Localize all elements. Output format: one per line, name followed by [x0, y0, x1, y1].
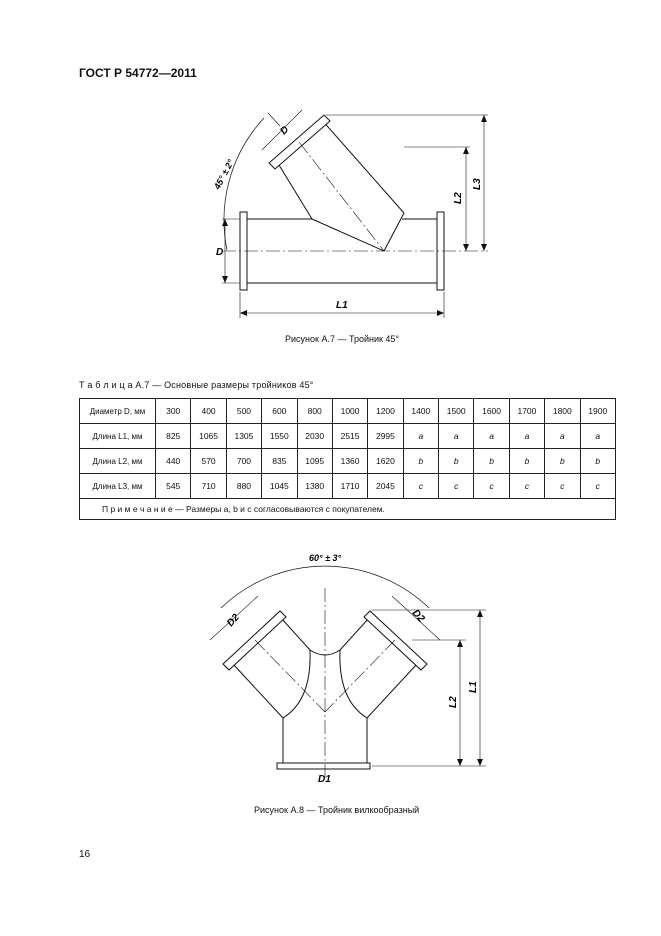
a8-d1-label: D1: [318, 774, 331, 785]
a7-l2-label: L2: [453, 192, 464, 204]
table-cell: 1065: [190, 423, 227, 449]
a8-right-d2-label: D2: [410, 608, 427, 625]
table-row: Длина L3, мм 545 710 880 1045 1380 1710 …: [79, 473, 616, 499]
a8-l2-label: L2: [448, 696, 459, 708]
table-cell: 1400: [402, 398, 440, 424]
table-cell: c: [508, 473, 546, 499]
a8-l1-label: L1: [468, 681, 479, 693]
table-cell: b: [508, 448, 546, 474]
table-a7-caption: Т а б л и ц а А.7 — Основные размеры тро…: [79, 380, 314, 390]
table-cell: b: [579, 448, 616, 474]
table-cell: 1000: [331, 398, 369, 424]
figure-a8-caption: Рисунок А.8 — Тройник вилкообразный: [254, 805, 420, 815]
table-cell: 600: [261, 398, 298, 424]
a7-l3-label: L3: [472, 178, 483, 190]
table-cell: 880: [225, 473, 263, 499]
table-cell: 1710: [331, 473, 369, 499]
a7-d-label: D: [216, 247, 223, 258]
table-cell: a: [437, 423, 475, 449]
table-cell: c: [579, 473, 616, 499]
table-cell: a: [402, 423, 440, 449]
row-header: Длина L3, мм: [79, 473, 156, 499]
table-cell: 1900: [579, 398, 616, 424]
table-cell: a: [473, 423, 510, 449]
table-a7: Диаметр D, мм 300 400 500 600 800 1000 1…: [79, 398, 616, 520]
a8-left-d2-label: D2: [225, 612, 242, 629]
table-cell: 800: [296, 398, 333, 424]
table-cell: c: [437, 473, 475, 499]
table-cell: 1700: [508, 398, 546, 424]
table-cell: 2995: [367, 423, 404, 449]
table-cell: b: [544, 448, 581, 474]
table-cell: a: [579, 423, 616, 449]
table-cell: 1200: [367, 398, 404, 424]
table-cell: 1500: [437, 398, 475, 424]
table-cell: 1550: [261, 423, 298, 449]
table-cell: 1095: [296, 448, 333, 474]
table-cell: c: [473, 473, 510, 499]
table-row: Длина L1, мм 825 1065 1305 1550 2030 251…: [79, 423, 616, 449]
a7-l1-label: L1: [336, 300, 348, 311]
page-number: 16: [79, 849, 91, 860]
a7-branch-d-label: D: [278, 124, 291, 137]
table-cell: 300: [154, 398, 192, 424]
table-cell: a: [508, 423, 546, 449]
table-cell: b: [402, 448, 440, 474]
table-cell: b: [437, 448, 475, 474]
table-row: Длина L2, мм 440 570 700 835 1095 1360 1…: [79, 448, 616, 474]
table-cell: 2030: [296, 423, 333, 449]
table-cell: b: [473, 448, 510, 474]
table-cell: 545: [154, 473, 192, 499]
table-row: Диаметр D, мм 300 400 500 600 800 1000 1…: [79, 398, 616, 424]
table-note: П р и м е ч а н и е — Размеры a, b и c с…: [79, 498, 616, 520]
table-cell: 1380: [296, 473, 333, 499]
table-cell: 1305: [225, 423, 263, 449]
table-cell: a: [544, 423, 581, 449]
figure-a7-drawing: D L1 L2 L3 45° ± 2° D: [211, 109, 488, 318]
row-header: Длина L2, мм: [79, 448, 156, 474]
table-cell: c: [402, 473, 440, 499]
a7-angle-label: 45° ± 2°: [211, 157, 236, 191]
table-cell: 710: [190, 473, 227, 499]
a8-angle-label: 60° ± 3°: [309, 553, 342, 563]
table-cell: 400: [190, 398, 227, 424]
table-cell: 500: [225, 398, 263, 424]
table-cell: 1800: [544, 398, 581, 424]
table-cell: c: [544, 473, 581, 499]
table-cell: 1045: [261, 473, 298, 499]
table-cell: 440: [154, 448, 192, 474]
table-cell: 2515: [331, 423, 369, 449]
table-cell: 1600: [473, 398, 510, 424]
table-cell: 1620: [367, 448, 404, 474]
figure-a7-caption: Рисунок А.7 — Тройник 45°: [285, 334, 400, 344]
table-cell: 825: [154, 423, 192, 449]
table-cell: 700: [225, 448, 263, 474]
table-note-row: П р и м е ч а н и е — Размеры a, b и c с…: [79, 498, 616, 520]
table-cell: 1360: [331, 448, 369, 474]
table-cell: 570: [190, 448, 227, 474]
table-cell: 835: [261, 448, 298, 474]
table-cell: 2045: [367, 473, 404, 499]
row-header: Диаметр D, мм: [79, 398, 156, 424]
row-header: Длина L1, мм: [79, 423, 156, 449]
document-header: ГОСТ Р 54772—2011: [79, 66, 197, 80]
